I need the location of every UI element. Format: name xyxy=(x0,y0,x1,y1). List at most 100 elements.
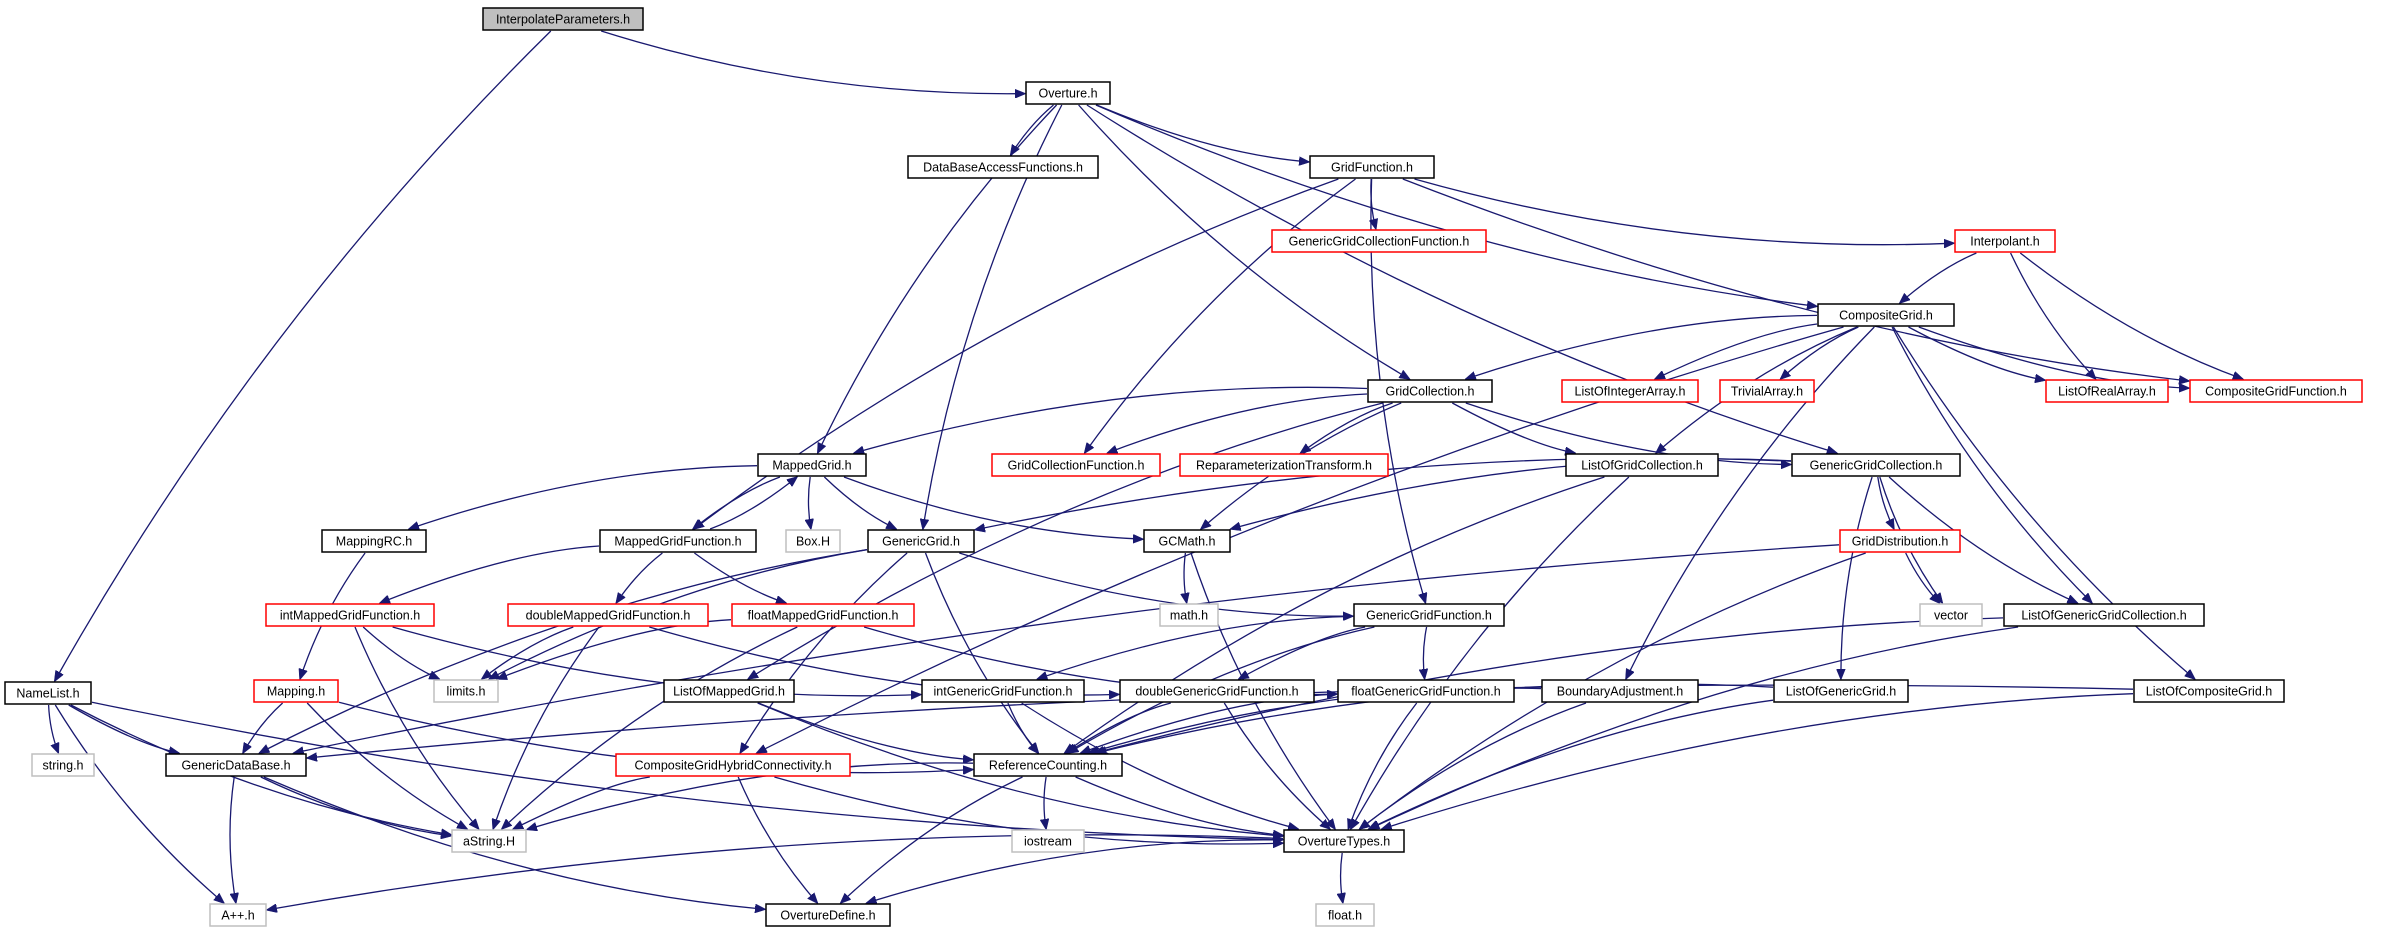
node-CompositeGridFunction[interactable]: CompositeGridFunction.h xyxy=(2189,379,2363,403)
node-AppH[interactable]: A++.h xyxy=(209,903,267,927)
edge-MappedGridFunction-to-intMappedGridFunction xyxy=(380,545,600,603)
node-box-OvertureDefine xyxy=(765,903,891,927)
node-label-GCMath: GCMath.h xyxy=(1159,535,1216,549)
edge-CompositeGrid-to-CompositeGridFunction xyxy=(1918,326,2189,388)
edge-MappedGridFunction-to-doubleMappedGridFunction xyxy=(616,552,663,603)
node-box-floatMappedGridFunction xyxy=(731,603,915,627)
nodes-layer: InterpolateParameters.hOverture.hNameLis… xyxy=(4,7,2363,927)
node-label-limitsH: limits.h xyxy=(447,685,486,699)
node-box-MappingRC xyxy=(321,529,427,553)
edge-GridFunction-to-GridCollectionFunction xyxy=(1085,178,1356,453)
node-doubleGenericGridFunction[interactable]: doubleGenericGridFunction.h xyxy=(1119,679,1315,703)
edge-doubleGenericGridFunction-to-ReferenceCounting xyxy=(1067,702,1171,753)
edge-GCMath-to-mathH xyxy=(1184,552,1187,603)
node-label-doubleMappedGridFunction: doubleMappedGridFunction.h xyxy=(526,609,691,623)
node-InterpolateParameters[interactable]: InterpolateParameters.h xyxy=(482,7,644,31)
node-label-OvertureDefine: OvertureDefine.h xyxy=(780,909,875,923)
node-vector[interactable]: vector xyxy=(1919,603,1983,627)
edge-GenericGrid-to-limitsH xyxy=(489,549,868,679)
node-label-MappingRC: MappingRC.h xyxy=(336,535,412,549)
edge-OvertureTypes-to-AppH xyxy=(267,834,1284,910)
edge-CompositeGrid-to-ListOfCompositeGrid xyxy=(1892,326,2194,679)
node-MappedGrid[interactable]: MappedGrid.h xyxy=(757,453,867,477)
edge-GenericGrid-to-ReferenceCounting xyxy=(924,552,1039,753)
edge-floatGenericGridFunction-to-OvertureTypes xyxy=(1348,702,1418,829)
node-intGenericGridFunction[interactable]: intGenericGridFunction.h xyxy=(921,679,1085,703)
node-ListOfMappedGrid[interactable]: ListOfMappedGrid.h xyxy=(663,679,795,703)
node-label-CompositeGridHybridConnectivity: CompositeGridHybridConnectivity.h xyxy=(634,759,831,773)
edge-GenericGrid-to-GenericDataBase xyxy=(259,548,868,753)
node-label-ListOfRealArray: ListOfRealArray.h xyxy=(2058,385,2156,399)
node-floatH[interactable]: float.h xyxy=(1315,903,1375,927)
node-box-TrivialArray xyxy=(1719,379,1815,403)
node-MappingRC[interactable]: MappingRC.h xyxy=(321,529,427,553)
node-floatGenericGridFunction[interactable]: floatGenericGridFunction.h xyxy=(1337,679,1515,703)
node-iostream[interactable]: iostream xyxy=(1011,829,1085,853)
edge-NameList-to-OvertureTypes xyxy=(91,701,1283,840)
node-DataBaseAccessFunctions[interactable]: DataBaseAccessFunctions.h xyxy=(907,155,1099,179)
node-GridCollectionFunction[interactable]: GridCollectionFunction.h xyxy=(991,453,1161,477)
node-label-MappedGridFunction: MappedGridFunction.h xyxy=(614,535,741,549)
node-Mapping[interactable]: Mapping.h xyxy=(253,679,339,703)
node-GenericGridFunction[interactable]: GenericGridFunction.h xyxy=(1353,603,1505,627)
edge-GridCollection-to-ListOfGridCollection xyxy=(1451,402,1575,453)
node-label-TrivialArray: TrivialArray.h xyxy=(1731,385,1803,399)
node-ListOfCompositeGrid[interactable]: ListOfCompositeGrid.h xyxy=(2133,679,2285,703)
edge-Mapping-to-aStringH xyxy=(306,702,467,829)
node-ListOfGridCollection[interactable]: ListOfGridCollection.h xyxy=(1565,453,1719,477)
edge-Mapping-to-GenericDataBase xyxy=(243,702,284,753)
edge-ListOfGenericGridCollection-to-OvertureTypes xyxy=(1370,626,2019,829)
node-CompositeGridHybridConnectivity[interactable]: CompositeGridHybridConnectivity.h xyxy=(615,753,851,777)
node-label-GenericGrid: GenericGrid.h xyxy=(882,535,960,549)
node-NameList[interactable]: NameList.h xyxy=(4,681,92,705)
node-GridCollection[interactable]: GridCollection.h xyxy=(1367,379,1493,403)
edge-doubleGenericGridFunction-to-OvertureTypes xyxy=(1223,702,1330,829)
node-OvertureTypes[interactable]: OvertureTypes.h xyxy=(1283,829,1405,853)
node-box-ListOfRealArray xyxy=(2045,379,2169,403)
edge-GenericGridCollection-to-ListOfGenericGridCollection xyxy=(1888,476,2077,603)
node-GenericGridCollection[interactable]: GenericGridCollection.h xyxy=(1791,453,1961,477)
node-box-GridCollection xyxy=(1367,379,1493,403)
node-box-ListOfIntegerArray xyxy=(1561,379,1699,403)
edge-ListOfCompositeGrid-to-OvertureTypes xyxy=(1382,693,2134,829)
node-box-Interpolant xyxy=(1954,229,2056,253)
node-box-floatGenericGridFunction xyxy=(1337,679,1515,703)
node-GenericGrid[interactable]: GenericGrid.h xyxy=(867,529,975,553)
node-CompositeGrid[interactable]: CompositeGrid.h xyxy=(1817,303,1955,327)
node-ListOfGenericGrid[interactable]: ListOfGenericGrid.h xyxy=(1773,679,1909,703)
node-ReferenceCounting[interactable]: ReferenceCounting.h xyxy=(973,753,1123,777)
node-label-DataBaseAccessFunctions: DataBaseAccessFunctions.h xyxy=(923,161,1083,175)
node-ListOfIntegerArray[interactable]: ListOfIntegerArray.h xyxy=(1561,379,1699,403)
node-label-floatMappedGridFunction: floatMappedGridFunction.h xyxy=(748,609,899,623)
edge-intGenericGridFunction-to-OvertureTypes xyxy=(1021,702,1299,829)
node-intMappedGridFunction[interactable]: intMappedGridFunction.h xyxy=(265,603,435,627)
node-GenericGridCollectionFunction[interactable]: GenericGridCollectionFunction.h xyxy=(1271,229,1487,253)
node-OvertureDefine[interactable]: OvertureDefine.h xyxy=(765,903,891,927)
node-ListOfGenericGridCollection[interactable]: ListOfGenericGridCollection.h xyxy=(2003,603,2205,627)
node-GridDistribution[interactable]: GridDistribution.h xyxy=(1839,529,1961,553)
node-label-ListOfGenericGrid: ListOfGenericGrid.h xyxy=(1786,685,1897,699)
node-stringH[interactable]: string.h xyxy=(31,753,95,777)
node-BoxH[interactable]: Box.H xyxy=(785,529,841,553)
node-floatMappedGridFunction[interactable]: floatMappedGridFunction.h xyxy=(731,603,915,627)
node-ReparameterizationTransform[interactable]: ReparameterizationTransform.h xyxy=(1179,453,1389,477)
node-aStringH[interactable]: aString.H xyxy=(451,829,527,853)
node-box-aStringH xyxy=(451,829,527,853)
node-GCMath[interactable]: GCMath.h xyxy=(1143,529,1231,553)
node-label-ListOfGenericGridCollection: ListOfGenericGridCollection.h xyxy=(2021,609,2186,623)
node-BoundaryAdjustment[interactable]: BoundaryAdjustment.h xyxy=(1541,679,1699,703)
node-box-ListOfGenericGridCollection xyxy=(2003,603,2205,627)
node-MappedGridFunction[interactable]: MappedGridFunction.h xyxy=(599,529,757,553)
edge-ReferenceCounting-to-aStringH xyxy=(527,762,974,830)
node-mathH[interactable]: math.h xyxy=(1159,603,1219,627)
node-box-intGenericGridFunction xyxy=(921,679,1085,703)
node-doubleMappedGridFunction[interactable]: doubleMappedGridFunction.h xyxy=(507,603,709,627)
node-ListOfRealArray[interactable]: ListOfRealArray.h xyxy=(2045,379,2169,403)
node-Overture[interactable]: Overture.h xyxy=(1025,81,1111,105)
node-Interpolant[interactable]: Interpolant.h xyxy=(1954,229,2056,253)
node-GridFunction[interactable]: GridFunction.h xyxy=(1309,155,1435,179)
node-limitsH[interactable]: limits.h xyxy=(433,679,499,703)
node-box-ListOfGenericGrid xyxy=(1773,679,1909,703)
node-GenericDataBase[interactable]: GenericDataBase.h xyxy=(165,753,307,777)
node-TrivialArray[interactable]: TrivialArray.h xyxy=(1719,379,1815,403)
